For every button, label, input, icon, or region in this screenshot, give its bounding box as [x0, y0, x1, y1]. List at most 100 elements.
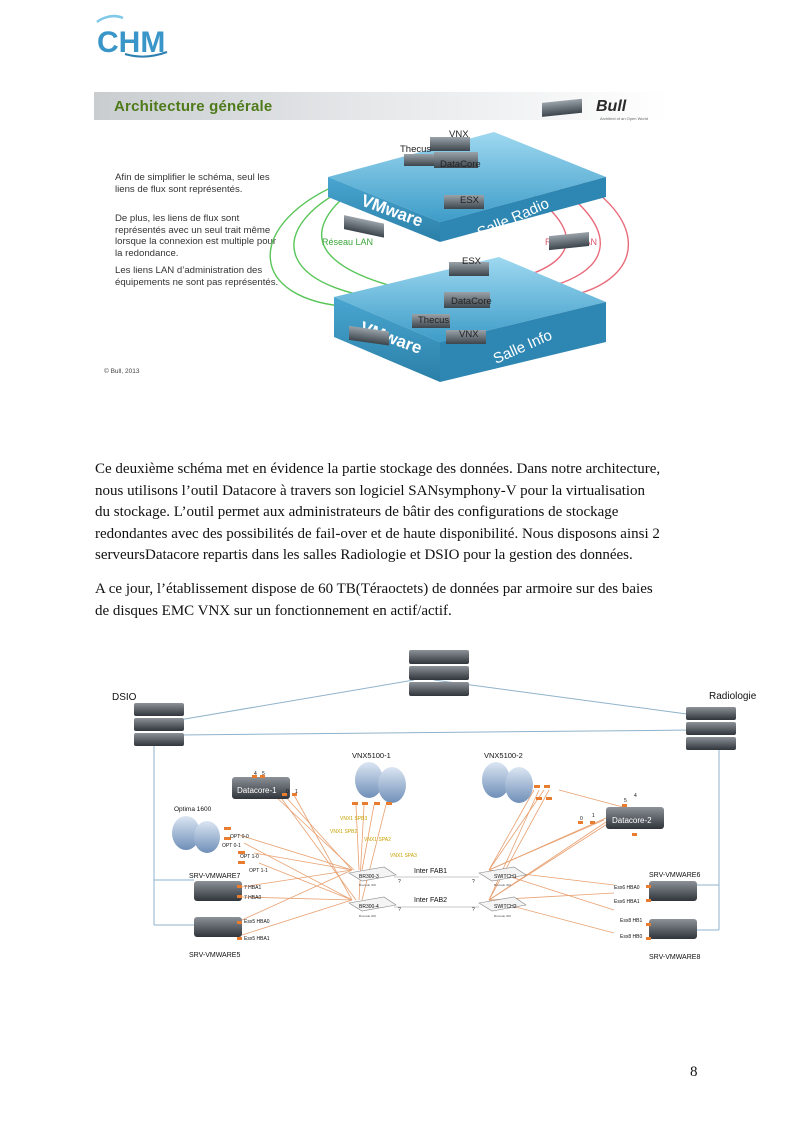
srv5-port-2: Esx5 HBA1 [244, 936, 270, 942]
paragraph-line: nous utilisons l’outil Datacore à traver… [95, 482, 646, 499]
switch-br300-3-label: BR300-3 [359, 874, 379, 880]
top-platform [328, 132, 606, 222]
bull-tagline: Architect of an Open World [600, 116, 648, 121]
srv7-label: SRV-VMWARE7 [189, 873, 240, 880]
isl-q-4: ? [472, 907, 475, 913]
datacore-bottom-label: DataCore [451, 296, 492, 307]
srv8-icon [649, 919, 697, 939]
dc1-port-1: 1 [295, 789, 298, 795]
switch-switch2-label: SWITCH2 [494, 904, 517, 910]
inter-fab2-label: Inter FAB2 [414, 897, 447, 904]
vnx-bottom-label: VNX [459, 329, 479, 340]
srv6-port-1: Esx6 HBA0 [614, 885, 640, 891]
switch-switch2-icon [478, 896, 527, 912]
page-number: 8 [690, 1064, 698, 1080]
slide-copyright: © Bull, 2013 [104, 368, 140, 375]
vnx1-spb3: VNX1 SPB3 [340, 816, 367, 822]
vnx1-spa2: VNX1 SPA2 [364, 837, 391, 843]
optima-disks-icon [172, 816, 220, 853]
srv5-port-1: Esx5 HBA0 [244, 919, 270, 925]
opt-port-1-0: OPT 1-0 [240, 854, 259, 860]
top-servers [344, 98, 582, 238]
datacore2-icon [606, 807, 664, 829]
paragraph-storage: Ce deuxième schéma met en évidence la pa… [95, 459, 705, 567]
paragraph-line: de disques EMC VNX sur un fonctionnement… [95, 602, 452, 619]
vnx-top-label: VNX [449, 129, 469, 140]
switch-switch1-sub: Brocade 300 [494, 883, 511, 887]
srv6-icon [649, 881, 697, 901]
isl-links [394, 876, 479, 908]
opt-port-0-0: OPT 0-0 [230, 834, 249, 840]
inter-fab1-label: Inter FAB1 [414, 868, 447, 875]
lan-link-1 [269, 181, 355, 308]
dsio-label: DSIO [112, 692, 137, 703]
optima-label: Optima 1600 [174, 806, 212, 813]
dc1-port-4: 4 [254, 771, 257, 777]
switch-switch2-sub: Brocade 300 [494, 914, 511, 918]
isl-q-3: ? [398, 907, 401, 913]
architecture-slide: Architecture générale Bull Architect of … [94, 92, 669, 382]
dc2-port-1: 1 [592, 813, 595, 819]
esx-top-label: ESX [460, 195, 480, 206]
switch-br300-3-icon [348, 866, 397, 882]
central-server-icon [409, 650, 469, 696]
bottom-servers [349, 231, 589, 346]
bull-logo: Bull [596, 98, 627, 115]
san-diagram: DSIO Radiologie VNX5100-1 VNX5100-2 Data… [112, 650, 757, 961]
slide-text-1: Afin de simplifier le schéma, seul les l… [115, 172, 270, 195]
vnx1-spa3: VNX1 SPA3 [390, 853, 417, 859]
slide-architecture-drawing: VMware Salle Radio VNX Thecus DataCore E… [269, 98, 629, 382]
fc-links [238, 789, 635, 936]
srv8-label: SRV-VMWARE8 [649, 954, 700, 961]
thecus-bottom-label: Thecus [418, 315, 449, 326]
dsio-server-icon [134, 703, 184, 746]
paragraph-line: Ce deuxième schéma met en évidence la pa… [95, 461, 661, 477]
reseau-lan-label: Réseau LAN [322, 237, 373, 247]
opt-port-1-1: OPT 1-1 [249, 868, 268, 874]
radiologie-label: Radiologie [709, 691, 757, 702]
switch-switch1-label: SWITCH1 [494, 874, 517, 880]
vnx-ports [352, 785, 552, 805]
vnx1-label: VNX5100-1 [352, 751, 391, 760]
datacore1-label: Datacore-1 [237, 786, 277, 795]
srv7-icon [194, 881, 242, 901]
switch-switch1-icon [478, 866, 527, 882]
isl-q-2: ? [472, 879, 475, 885]
dc1-port-0: 0 [286, 789, 289, 795]
paragraph-line: du stockage. L’outil permet aux administ… [95, 504, 619, 520]
srv7-port-2: 7 HBA0 [244, 895, 261, 901]
srv5-label: SRV-VMWARE5 [189, 952, 240, 959]
srv6-label: SRV-VMWARE6 [649, 872, 700, 879]
switch-br300-3-sub: Brocade 300 [359, 883, 376, 887]
paragraph-line: A ce jour, l’établissement dispose de 60… [95, 581, 653, 597]
paragraph-capacity: A ce jour, l’établissement dispose de 60… [95, 579, 705, 622]
top-platform-right-side [440, 177, 606, 242]
thecus-top-label: Thecus [400, 144, 431, 155]
esx-bottom-label: ESX [462, 256, 482, 267]
top-platform-left-side [328, 177, 440, 242]
switch-br300-4-label: BR300-4 [359, 904, 379, 910]
srv8-port-2: Esx8 HB0 [620, 934, 642, 940]
vnx1-spb2: VNX1 SPB2 [330, 829, 357, 835]
srv8-port-1: Esx8 HB1 [620, 918, 642, 924]
paragraph-line: serveursDatacore repartis dans les salle… [95, 547, 633, 563]
logo-text: CHM [97, 26, 165, 59]
chm-logo: CHM [96, 14, 168, 59]
srv6-port-2: Esx6 HBA1 [614, 899, 640, 905]
optima-ports [224, 827, 245, 864]
dc2-port-0: 0 [580, 816, 583, 822]
opt-port-0-1: OPT 0-1 [222, 843, 241, 849]
vnx2-label: VNX5100-2 [484, 751, 523, 760]
hba-ports [237, 775, 651, 940]
slide-text-2: De plus, les liens de flux sont représen… [115, 213, 277, 259]
slide-title: Architecture générale [114, 98, 273, 115]
vnx1-disks-icon [355, 762, 406, 803]
datacore-top-label: DataCore [440, 159, 481, 170]
slide-text-3: Les liens LAN d’administration des équip… [115, 265, 279, 288]
srv7-port-1: 7 HBA1 [244, 885, 261, 891]
dc2-port-5: 5 [624, 798, 627, 804]
paragraph-line: redondantes avec des possibilités de fai… [95, 525, 660, 542]
dc1-port-5: 5 [262, 771, 265, 777]
dc2-port-4: 4 [634, 793, 637, 799]
lan-links [153, 679, 720, 931]
